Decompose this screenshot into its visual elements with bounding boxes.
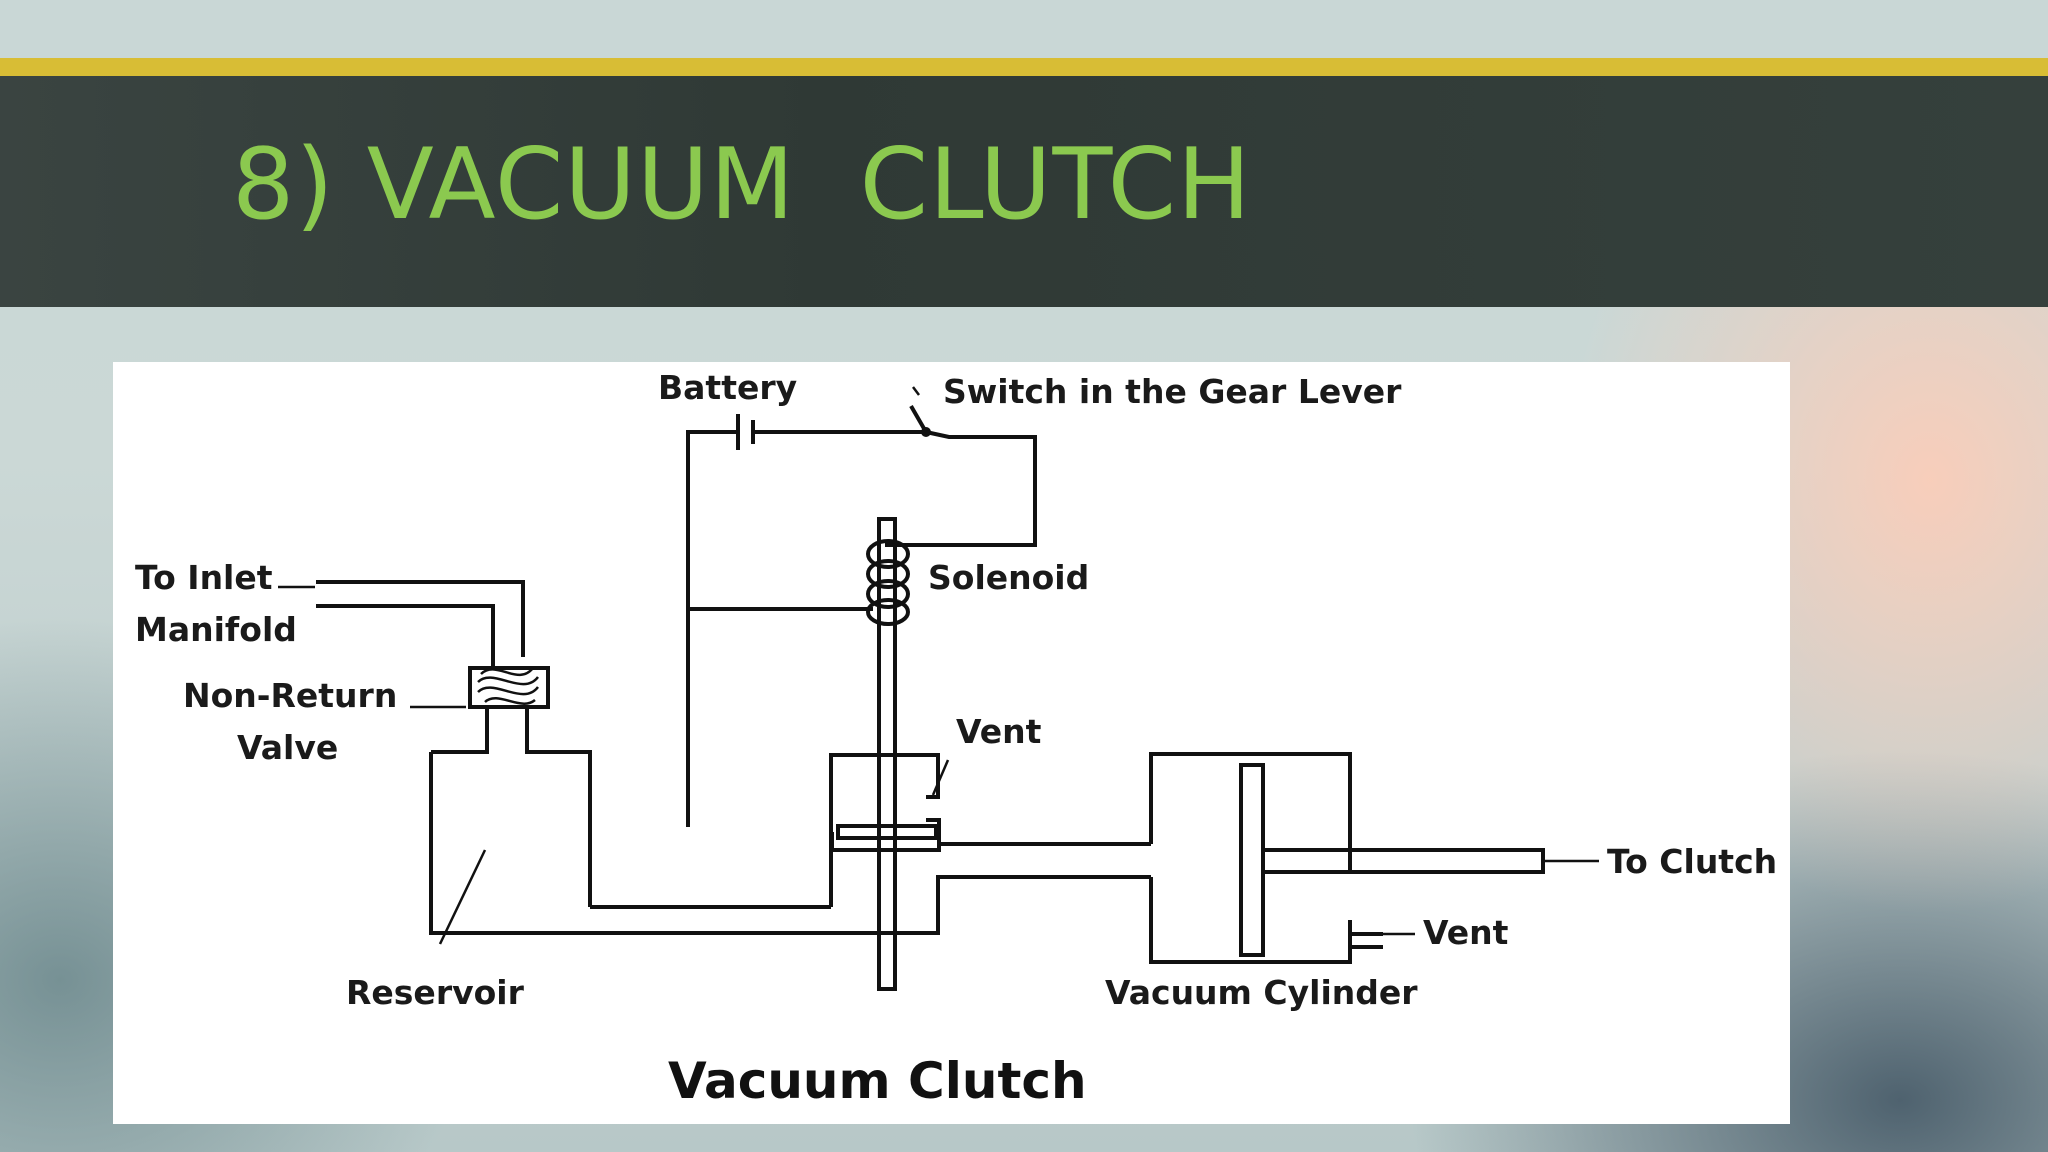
label-vent-top: Vent [956,712,1042,751]
label-non-return: Non-Return [183,676,397,715]
label-to-inlet: To Inlet [135,558,273,597]
valve-disc [836,824,938,840]
slide-title: 8) VACUUM CLUTCH [232,128,1252,242]
label-reservoir: Reservoir [346,973,525,1012]
piston [1239,763,1265,957]
label-manifold: Manifold [135,610,297,649]
electrical-circuit [686,386,1037,827]
vacuum-clutch-diagram: Battery Switch in the Gear Lever To Inle… [135,368,1777,1110]
label-to-clutch: To Clutch [1607,842,1777,881]
top-accent-stripe [0,58,2048,76]
diagram-caption: Vacuum Clutch [668,1052,1087,1110]
label-solenoid: Solenoid [928,558,1089,597]
label-valve: Valve [237,728,338,767]
piston-rod [1261,848,1545,874]
vacuum-cylinder [1149,752,1599,964]
label-vacuum-cylinder: Vacuum Cylinder [1105,973,1418,1012]
valve-chamber [590,753,1151,909]
switch-lever [909,405,928,433]
label-vent-bottom: Vent [1423,913,1509,952]
title-bar [0,76,2048,307]
label-switch: Switch in the Gear Lever [943,372,1402,411]
reservoir-assembly [278,580,1151,945]
diagram-panel: Battery Switch in the Gear Lever To Inle… [113,362,1790,1124]
valve-spring [477,667,539,705]
label-battery: Battery [658,368,797,407]
non-return-valve-body [468,666,550,709]
